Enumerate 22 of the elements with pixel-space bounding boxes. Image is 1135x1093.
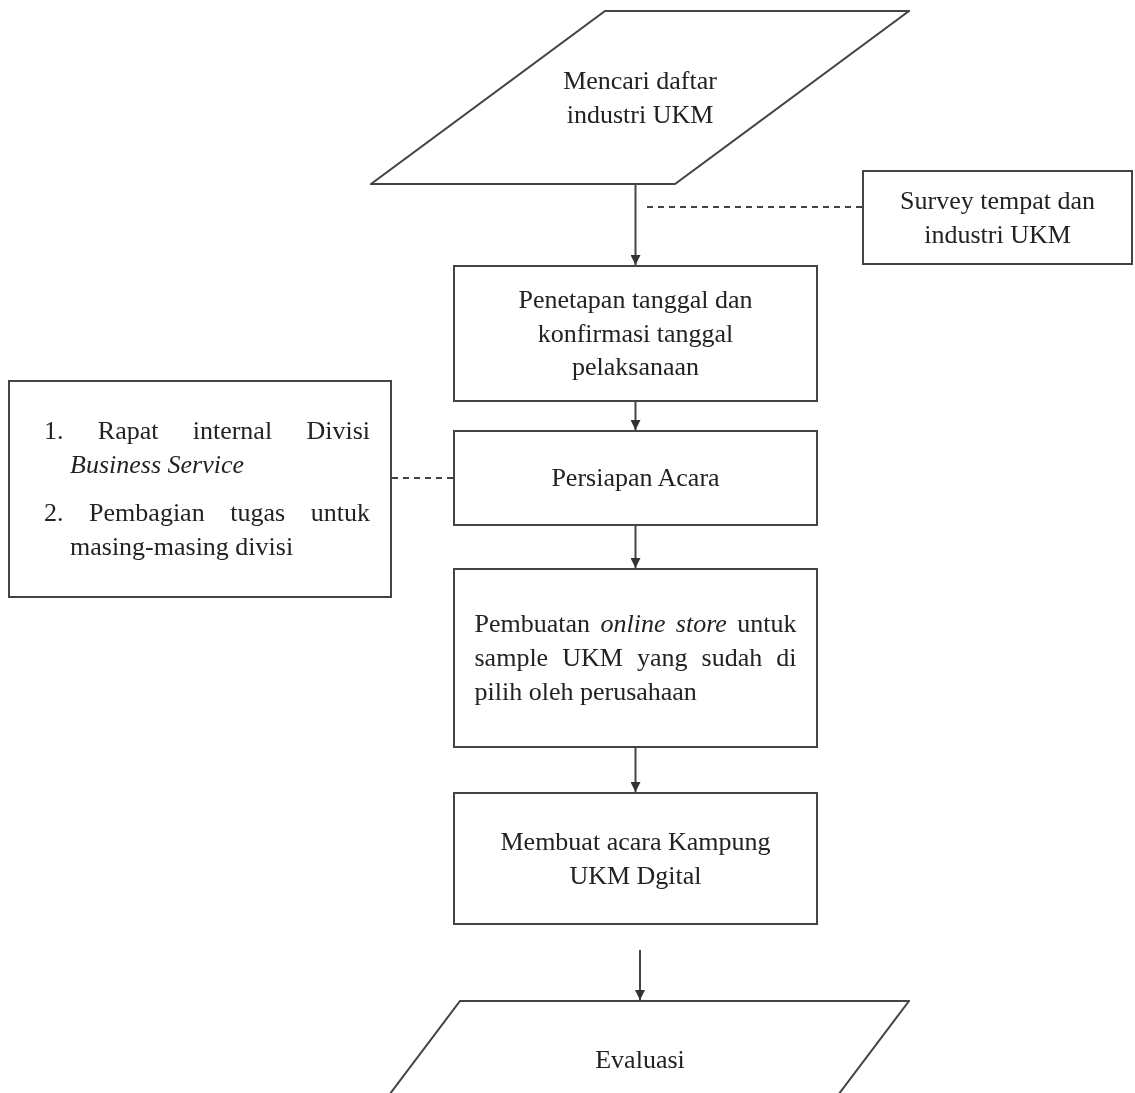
- step-text: Pembuatan online store untuk sample UKM yang sudah di pilih oleh perusahaan: [474, 608, 797, 708]
- step-text: Persiapan Acara: [550, 462, 721, 495]
- process-box: [8, 380, 392, 598]
- process-box: [453, 792, 818, 925]
- arrow: [630, 184, 641, 266]
- arrow: [630, 401, 641, 431]
- list-item: 1. Rapat internal Divisi Business Service: [44, 415, 370, 482]
- dashed-connector: [391, 477, 454, 479]
- step-text: Mencari daftar industri UKM: [562, 64, 718, 131]
- step-text: Membuat acara Kampung UKM Dgital: [499, 825, 772, 892]
- arrow: [630, 747, 641, 793]
- step-text: Penetapan tanggal dan konfirmasi tanggal pelaksanaan: [517, 283, 754, 384]
- process-box: [453, 265, 818, 402]
- process-box: [453, 430, 818, 526]
- input-output-shape: [370, 10, 910, 185]
- step-text: Survey tempat dan industri UKM: [899, 184, 1096, 251]
- process-box: [862, 170, 1133, 265]
- step-text: Evaluasi: [594, 1044, 686, 1077]
- list-item: 2. Pembagian tugas untuk masing-masing divisi: [44, 497, 370, 563]
- process-box: [453, 568, 818, 748]
- arrow: [630, 525, 641, 569]
- arrow: [635, 949, 645, 1001]
